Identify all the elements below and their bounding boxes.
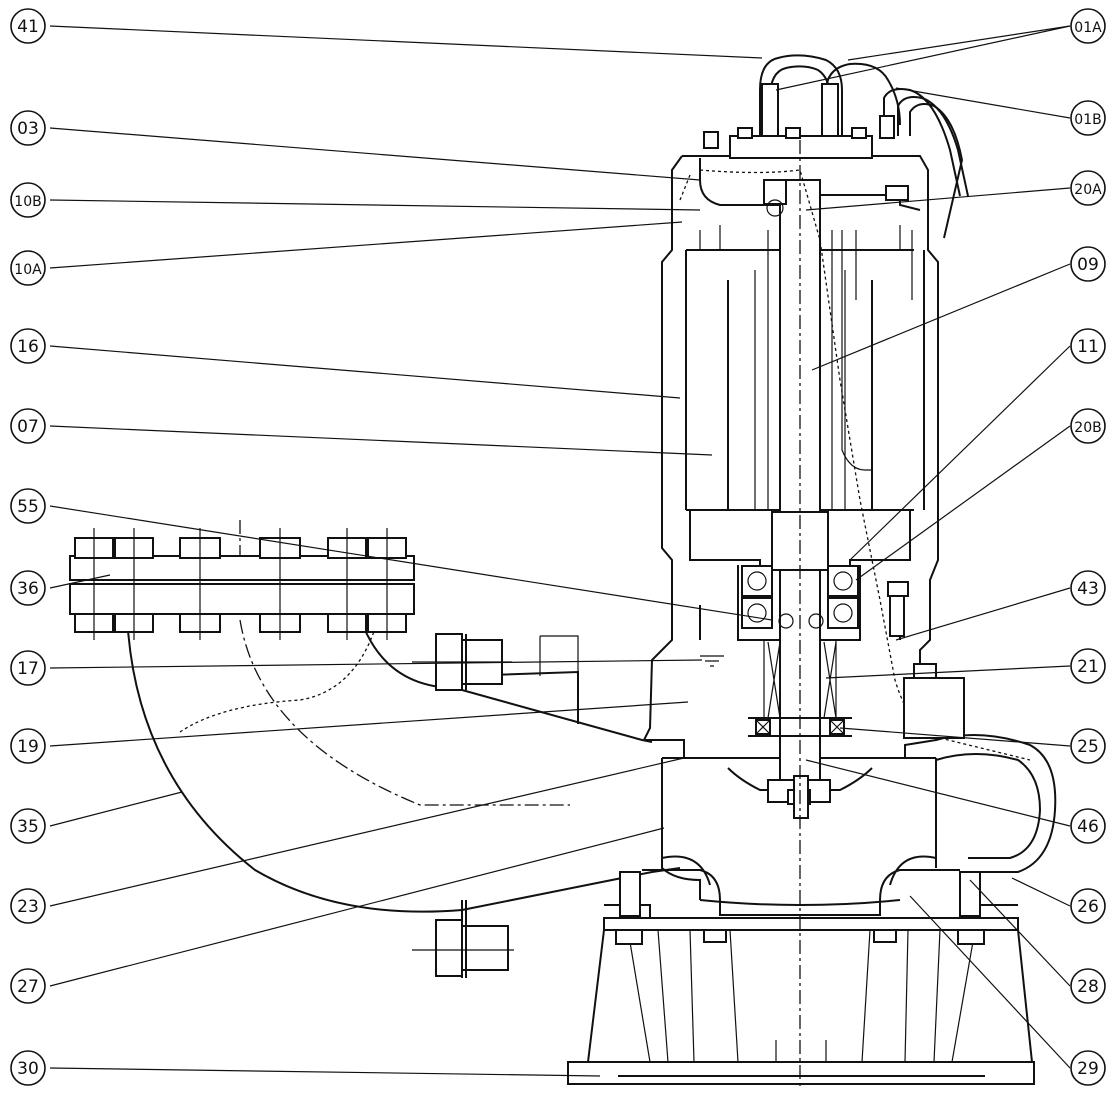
label-29-text: 29: [1077, 1059, 1099, 1079]
label-26: 26: [1070, 888, 1106, 924]
base-stand: [567, 917, 1035, 1085]
discharge-flange: [69, 528, 415, 640]
label-26-text: 26: [1077, 897, 1099, 917]
label-25-text: 25: [1077, 737, 1099, 757]
label-30: 30: [10, 1050, 46, 1086]
label-36-text: 36: [17, 579, 39, 599]
label-07-text: 07: [17, 417, 39, 437]
label-10A-text: 10A: [14, 262, 42, 278]
label-28: 28: [1070, 968, 1106, 1004]
label-11-text: 11: [1077, 337, 1099, 357]
label-10A: 10A: [10, 250, 46, 286]
label-03: 03: [10, 110, 46, 146]
label-23: 23: [10, 888, 46, 924]
label-28-text: 28: [1077, 977, 1099, 997]
label-19-text: 19: [17, 737, 39, 757]
label-19: 19: [10, 728, 46, 764]
label-30-text: 30: [17, 1059, 39, 1079]
label-01B-text: 01B: [1074, 112, 1101, 128]
label-09-text: 09: [1077, 255, 1099, 275]
label-55-text: 55: [17, 497, 39, 517]
label-01A: 01A: [1070, 8, 1106, 44]
label-55: 55: [10, 488, 46, 524]
label-41-text: 41: [17, 17, 39, 37]
hidden-lines: [179, 169, 1031, 806]
label-29: 29: [1070, 1050, 1106, 1086]
label-03-text: 03: [17, 119, 39, 139]
mechanical-seal: [700, 640, 852, 737]
base-bolts: [615, 581, 985, 945]
label-20A: 20A: [1070, 170, 1106, 206]
label-17: 17: [10, 650, 46, 686]
label-43: 43: [1070, 570, 1106, 606]
label-36: 36: [10, 570, 46, 606]
label-11: 11: [1070, 328, 1106, 364]
label-21: 21: [1070, 648, 1106, 684]
label-01B: 01B: [1070, 100, 1106, 136]
label-17-text: 17: [17, 659, 39, 679]
left-labels: 41 03 10B 10A 16 07 55 36 17 19 35 23 27…: [10, 8, 46, 1086]
label-35-text: 35: [17, 817, 39, 837]
label-46-text: 46: [1077, 817, 1099, 837]
label-41: 41: [10, 8, 46, 44]
label-25: 25: [1070, 728, 1106, 764]
label-27: 27: [10, 968, 46, 1004]
label-01A-text: 01A: [1074, 20, 1102, 36]
leader-lines: [49, 25, 1071, 1077]
pump-casing: [604, 734, 1057, 918]
discharge-elbow: [127, 629, 681, 978]
label-27-text: 27: [17, 977, 39, 997]
label-16: 16: [10, 328, 46, 364]
label-16-text: 16: [17, 337, 39, 357]
label-20B: 20B: [1070, 408, 1106, 444]
label-43-text: 43: [1077, 579, 1099, 599]
label-20B-text: 20B: [1074, 420, 1101, 436]
label-20A-text: 20A: [1074, 182, 1102, 198]
label-35: 35: [10, 808, 46, 844]
flange-bolts: [74, 528, 407, 640]
label-23-text: 23: [17, 897, 39, 917]
shaft: [771, 140, 829, 1090]
motor-frame: [642, 135, 939, 758]
label-09: 09: [1070, 246, 1106, 282]
bearings: [741, 179, 859, 629]
label-10B-text: 10B: [14, 194, 41, 210]
label-46: 46: [1070, 808, 1106, 844]
label-07: 07: [10, 408, 46, 444]
label-21-text: 21: [1077, 657, 1099, 677]
label-10B: 10B: [10, 182, 46, 218]
right-labels: 01A 01B 20A 09 11 20B 43 21 25 46 26 28 …: [1070, 8, 1106, 1086]
